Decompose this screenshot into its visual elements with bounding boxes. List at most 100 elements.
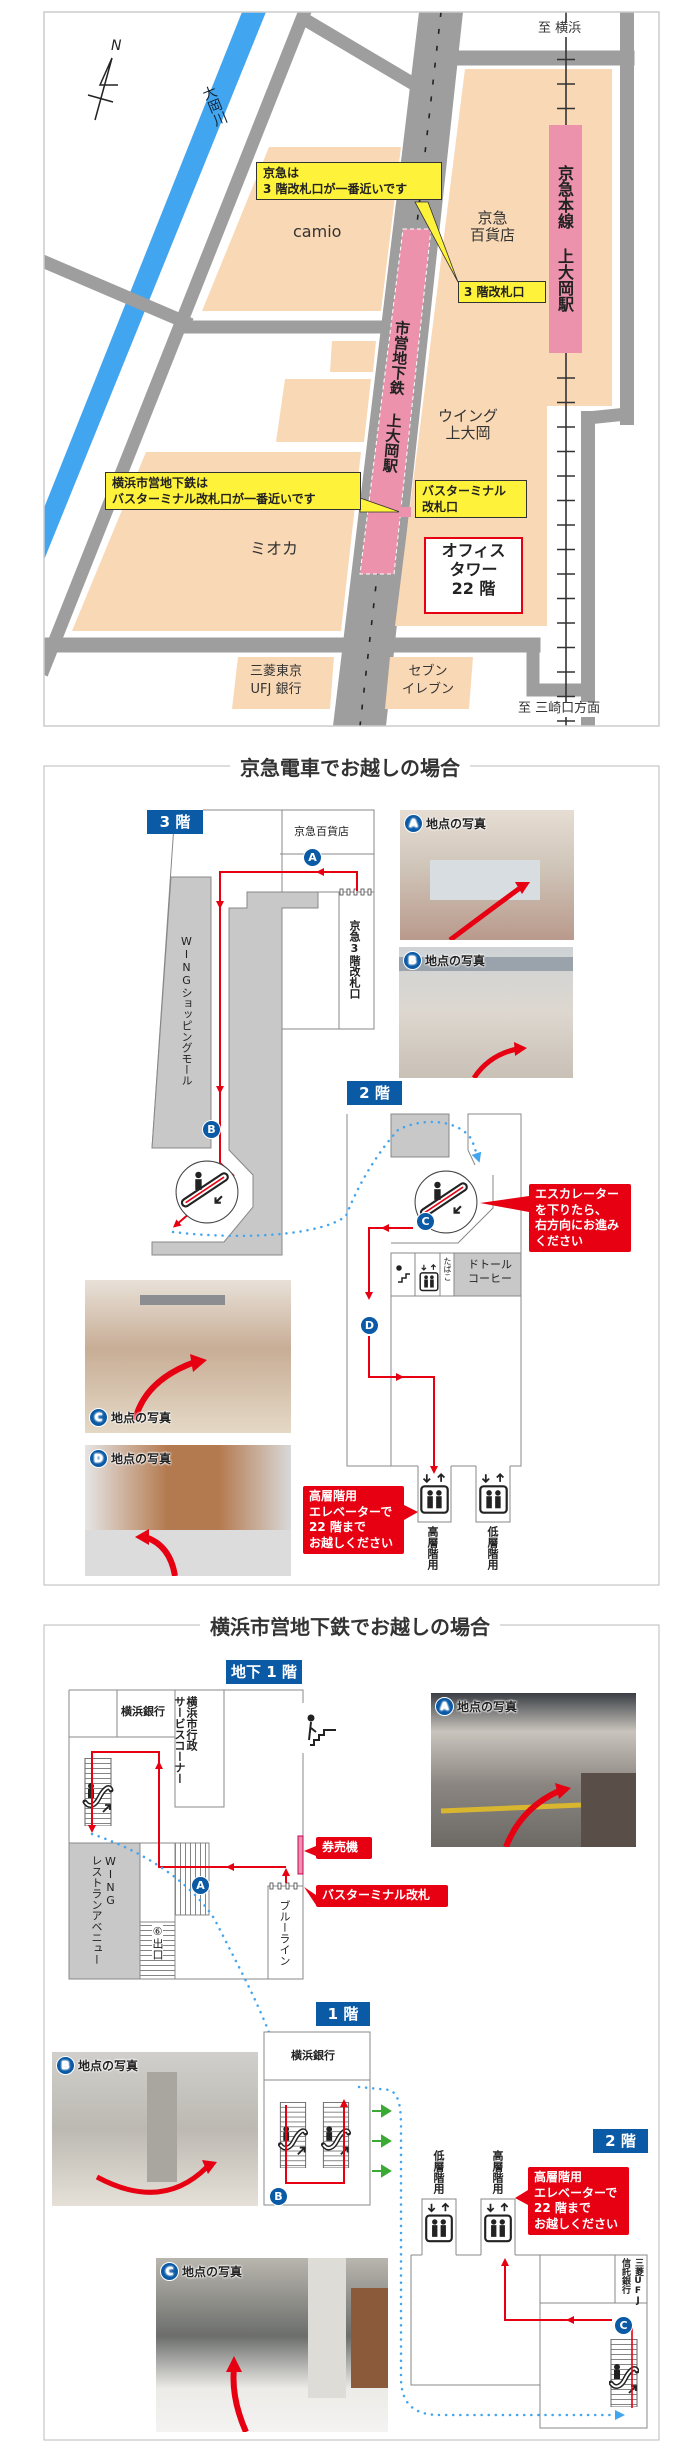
callout-pointer (414, 201, 459, 283)
marker-b: B (403, 951, 422, 970)
floor2-plan (346, 1113, 522, 1523)
mufg-trust-label-1: 三菱UFJ (633, 2258, 643, 2306)
marker-b: B (56, 2056, 75, 2075)
route-2f (365, 1224, 438, 1474)
escalator-icon (85, 1758, 111, 1826)
dotted-path-1f-2f (357, 2085, 625, 2420)
escalator-icon (611, 2339, 637, 2407)
yokohama-bank-label: 横浜銀行 (121, 1705, 165, 1718)
seven-eleven-label: セブンイレブン (402, 664, 455, 698)
elevator-high-icon (484, 2202, 512, 2243)
marker-a: A (435, 1697, 454, 1716)
marker-c: C (416, 1212, 435, 1231)
ticket-gates (339, 888, 372, 896)
ticket-machine-label: 券売機 (316, 1837, 372, 1859)
elevator-low-icon (479, 1473, 508, 1514)
exit-arrows (372, 2104, 392, 2178)
roads (44, 12, 635, 726)
callout-pointer (404, 1505, 418, 1520)
callout-subway: 横浜市営地下鉄はバスターミナル改札口が一番近いです (105, 472, 361, 511)
marker-c: C (89, 1408, 108, 1427)
elevator-high-label: 高層階用 (426, 1526, 439, 1570)
exit6-label: ⑥出口 (151, 1925, 164, 1960)
area-map (44, 12, 659, 726)
marker-b: B (202, 1120, 221, 1139)
wing-restaurant-area (68, 1842, 141, 1980)
marker-a: A (303, 848, 322, 867)
floor-b1-plan (68, 1689, 304, 1980)
mioka-label: ミオカ (250, 539, 299, 558)
floor3-plan (151, 809, 375, 1149)
to-misakiguchi-label: 至 三崎口方面 (518, 701, 601, 717)
callout-escalator: エスカレーターを下りたら、右方向にお進みください (529, 1184, 631, 1253)
north-arrow-icon (87, 57, 118, 121)
stairs-icon (307, 1714, 336, 1746)
elevator-low-label: 低層階用 (432, 2150, 445, 2194)
wing-restaurant-label-1: WING (104, 1855, 117, 1907)
dotted-path-3f-2f (171, 1120, 482, 1238)
wing-mall-label: WINGショッピングモール (180, 935, 193, 1086)
floor3-label: 3 階 (147, 810, 203, 834)
bus-gate-label: バスターミナル改札 (316, 1885, 448, 1907)
keikyu-station (549, 125, 582, 353)
mufg-trust-label-2: 信託銀行 (620, 2258, 630, 2294)
wing-restaurant-label-2: レストランアベニュー (90, 1855, 103, 1965)
marker-c: C (160, 2262, 179, 2281)
blue-line-label: ブルーライン (278, 1900, 291, 1966)
to-yokohama-label: 至 横浜 (538, 21, 582, 37)
marker-a: A (191, 1876, 210, 1895)
tobacco-label: たばこ (443, 1257, 452, 1281)
keikyu-section-title: 京急電車でお越しの場合 (0, 752, 700, 781)
subway-section-title: 横浜市営地下鉄でお越しの場合 (0, 1611, 700, 1640)
floor2-label: 2 階 (347, 1081, 402, 1105)
keikyu-gate-label: 3 階改札口 (458, 281, 546, 304)
route-1f (285, 2099, 348, 2184)
city-service-label-2: サービスコーナー (173, 1696, 186, 1784)
escalator-icon (176, 1161, 238, 1223)
city-service-label-1: 横浜市行政 (185, 1696, 198, 1751)
marker-b: B (269, 2187, 288, 2206)
subway-station (359, 228, 432, 575)
elevator-low-label: 低層階用 (486, 1526, 499, 1570)
elevator-high-icon (420, 1473, 449, 1514)
marker-d: D (89, 1449, 108, 1468)
route-2f-subway (501, 2258, 612, 2324)
elevator-low-icon (425, 2202, 453, 2243)
bank-1f-label: 横浜銀行 (291, 2049, 335, 2062)
route-b1 (88, 1751, 290, 1883)
north-label: N (111, 38, 122, 54)
keikyu-dept-label: 京急百貨店 (470, 209, 516, 245)
corridor-wall (151, 891, 319, 1256)
floor1-label: 1 階 (316, 2002, 370, 2026)
floor-b1-label: 地下 1 階 (226, 1660, 302, 1684)
doutor-label: ドトールコーヒー (468, 1258, 512, 1286)
wing-label: ウイング上大岡 (438, 407, 499, 443)
keikyu-dept-store-label: 京急百貨店 (294, 825, 349, 838)
ticket-machine (297, 1835, 304, 1875)
river (44, 12, 266, 560)
keikyu-station-label: 京急本線 上大岡駅 (555, 165, 574, 312)
stairs-icon (396, 1265, 410, 1283)
camio-label: camio (293, 222, 342, 241)
marker-a: A (404, 814, 423, 833)
marker-d: D (360, 1316, 379, 1335)
bus-gate-label: バスターミナル改札口 (415, 480, 527, 519)
callout-pointer (515, 2190, 528, 2205)
escalator-icon (280, 2102, 305, 2168)
marker-c: C (614, 2316, 633, 2335)
floor2-plan-subway (410, 2198, 648, 2429)
elevator-high-label: 高層階用 (491, 2150, 504, 2194)
callout-pointer (480, 1196, 529, 1212)
wing-mall-area (151, 876, 212, 1149)
